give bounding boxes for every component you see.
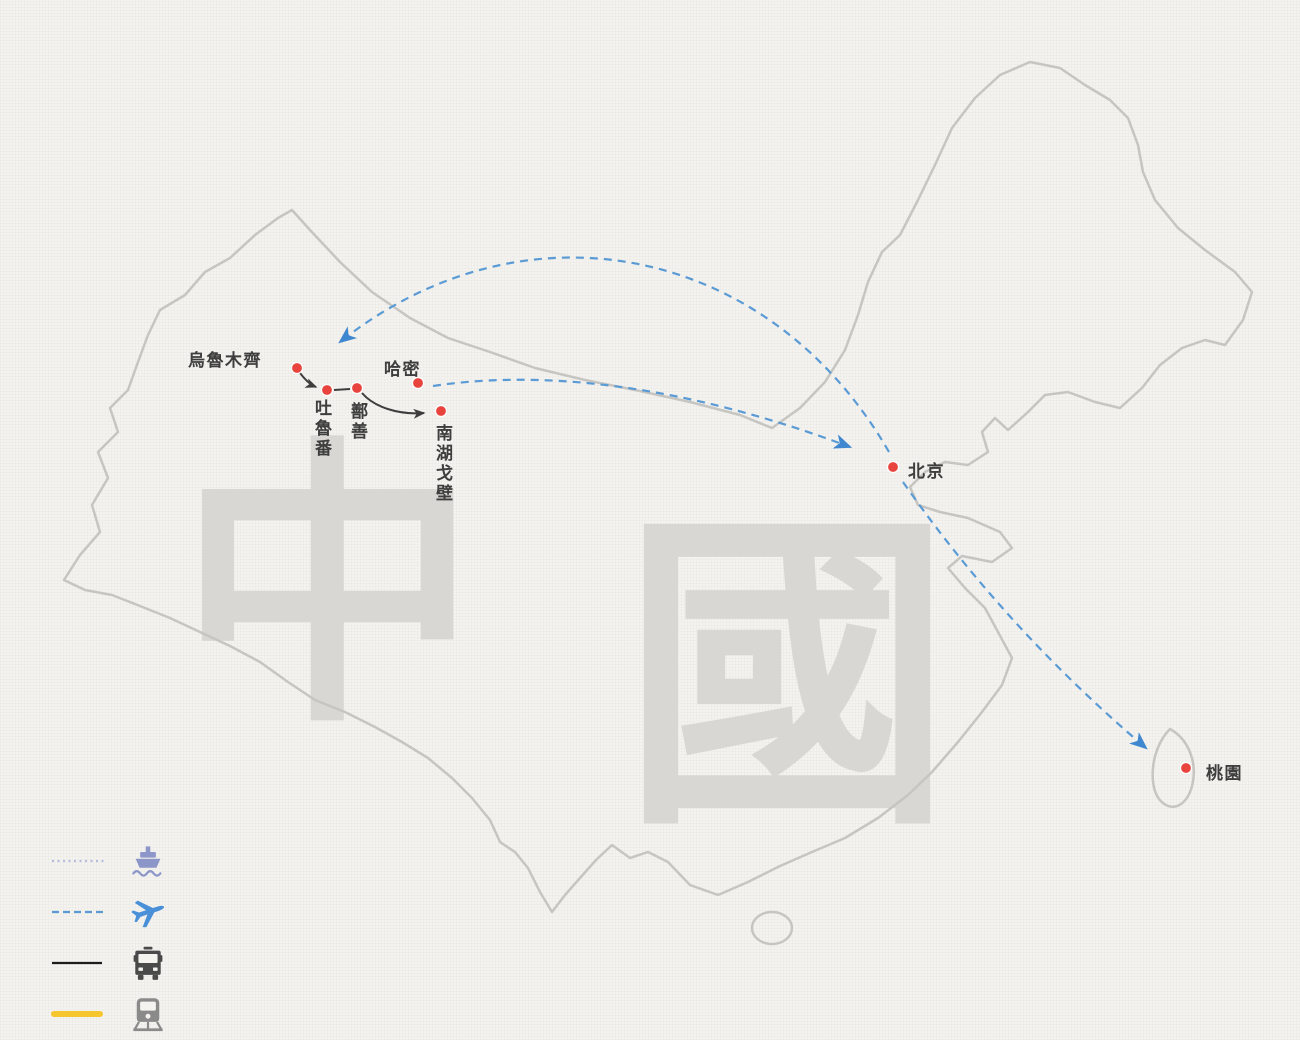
ground-route-turpan-to-shanshan: [333, 388, 351, 391]
legend-line-ship: [52, 859, 106, 863]
plane-icon: [131, 900, 165, 928]
legend-line-train: [51, 1011, 103, 1017]
legend-line-plane: [52, 910, 106, 914]
city-dot-urumqi: [290, 361, 304, 375]
legend-row-ship: [50, 843, 166, 879]
city-label-turpan: 吐魯番: [312, 399, 331, 459]
ship-icon: [132, 846, 162, 877]
legend-row-bus: [50, 945, 166, 981]
city-label-taoyuan: 桃園: [1206, 764, 1243, 783]
flight-route-hami-to-beijing: [432, 378, 853, 449]
legend-row-train: [50, 996, 166, 1032]
flight-routes: [338, 256, 1148, 750]
city-label-urumqi: 烏魯木齊: [188, 351, 262, 370]
city-dot-turpan: [320, 383, 334, 397]
bus-icon: [133, 946, 163, 980]
ground-route-shanshan-to-nanhu-gobi: [361, 392, 426, 419]
hainan-island-outline: [750, 910, 794, 946]
flight-route-beijing-to-taoyuan: [902, 481, 1148, 750]
train-icon: [133, 998, 163, 1032]
city-dot-beijing: [886, 460, 900, 474]
city-label-shanshan: 鄯善: [348, 402, 367, 442]
taiwan-island-outline: [1151, 727, 1195, 808]
city-label-beijing: 北京: [908, 462, 945, 481]
city-dot-nanhu-gobi: [434, 404, 448, 418]
city-markers: [290, 361, 1193, 775]
city-dot-hami: [411, 376, 425, 390]
legend-row-plane: [50, 894, 166, 930]
city-label-nanhu-gobi: 南湖戈壁: [433, 424, 452, 504]
legend: [50, 843, 166, 1032]
city-dot-taoyuan: [1179, 761, 1193, 775]
city-label-hami: 哈密: [384, 360, 421, 379]
legend-line-bus: [52, 961, 102, 965]
city-dot-shanshan: [350, 381, 364, 395]
ground-route-urumqi-to-turpan: [299, 372, 318, 388]
flight-route-beijing-to-urumqi: [338, 256, 890, 453]
ground-routes: [299, 372, 426, 419]
china-outline: [62, 60, 1254, 914]
